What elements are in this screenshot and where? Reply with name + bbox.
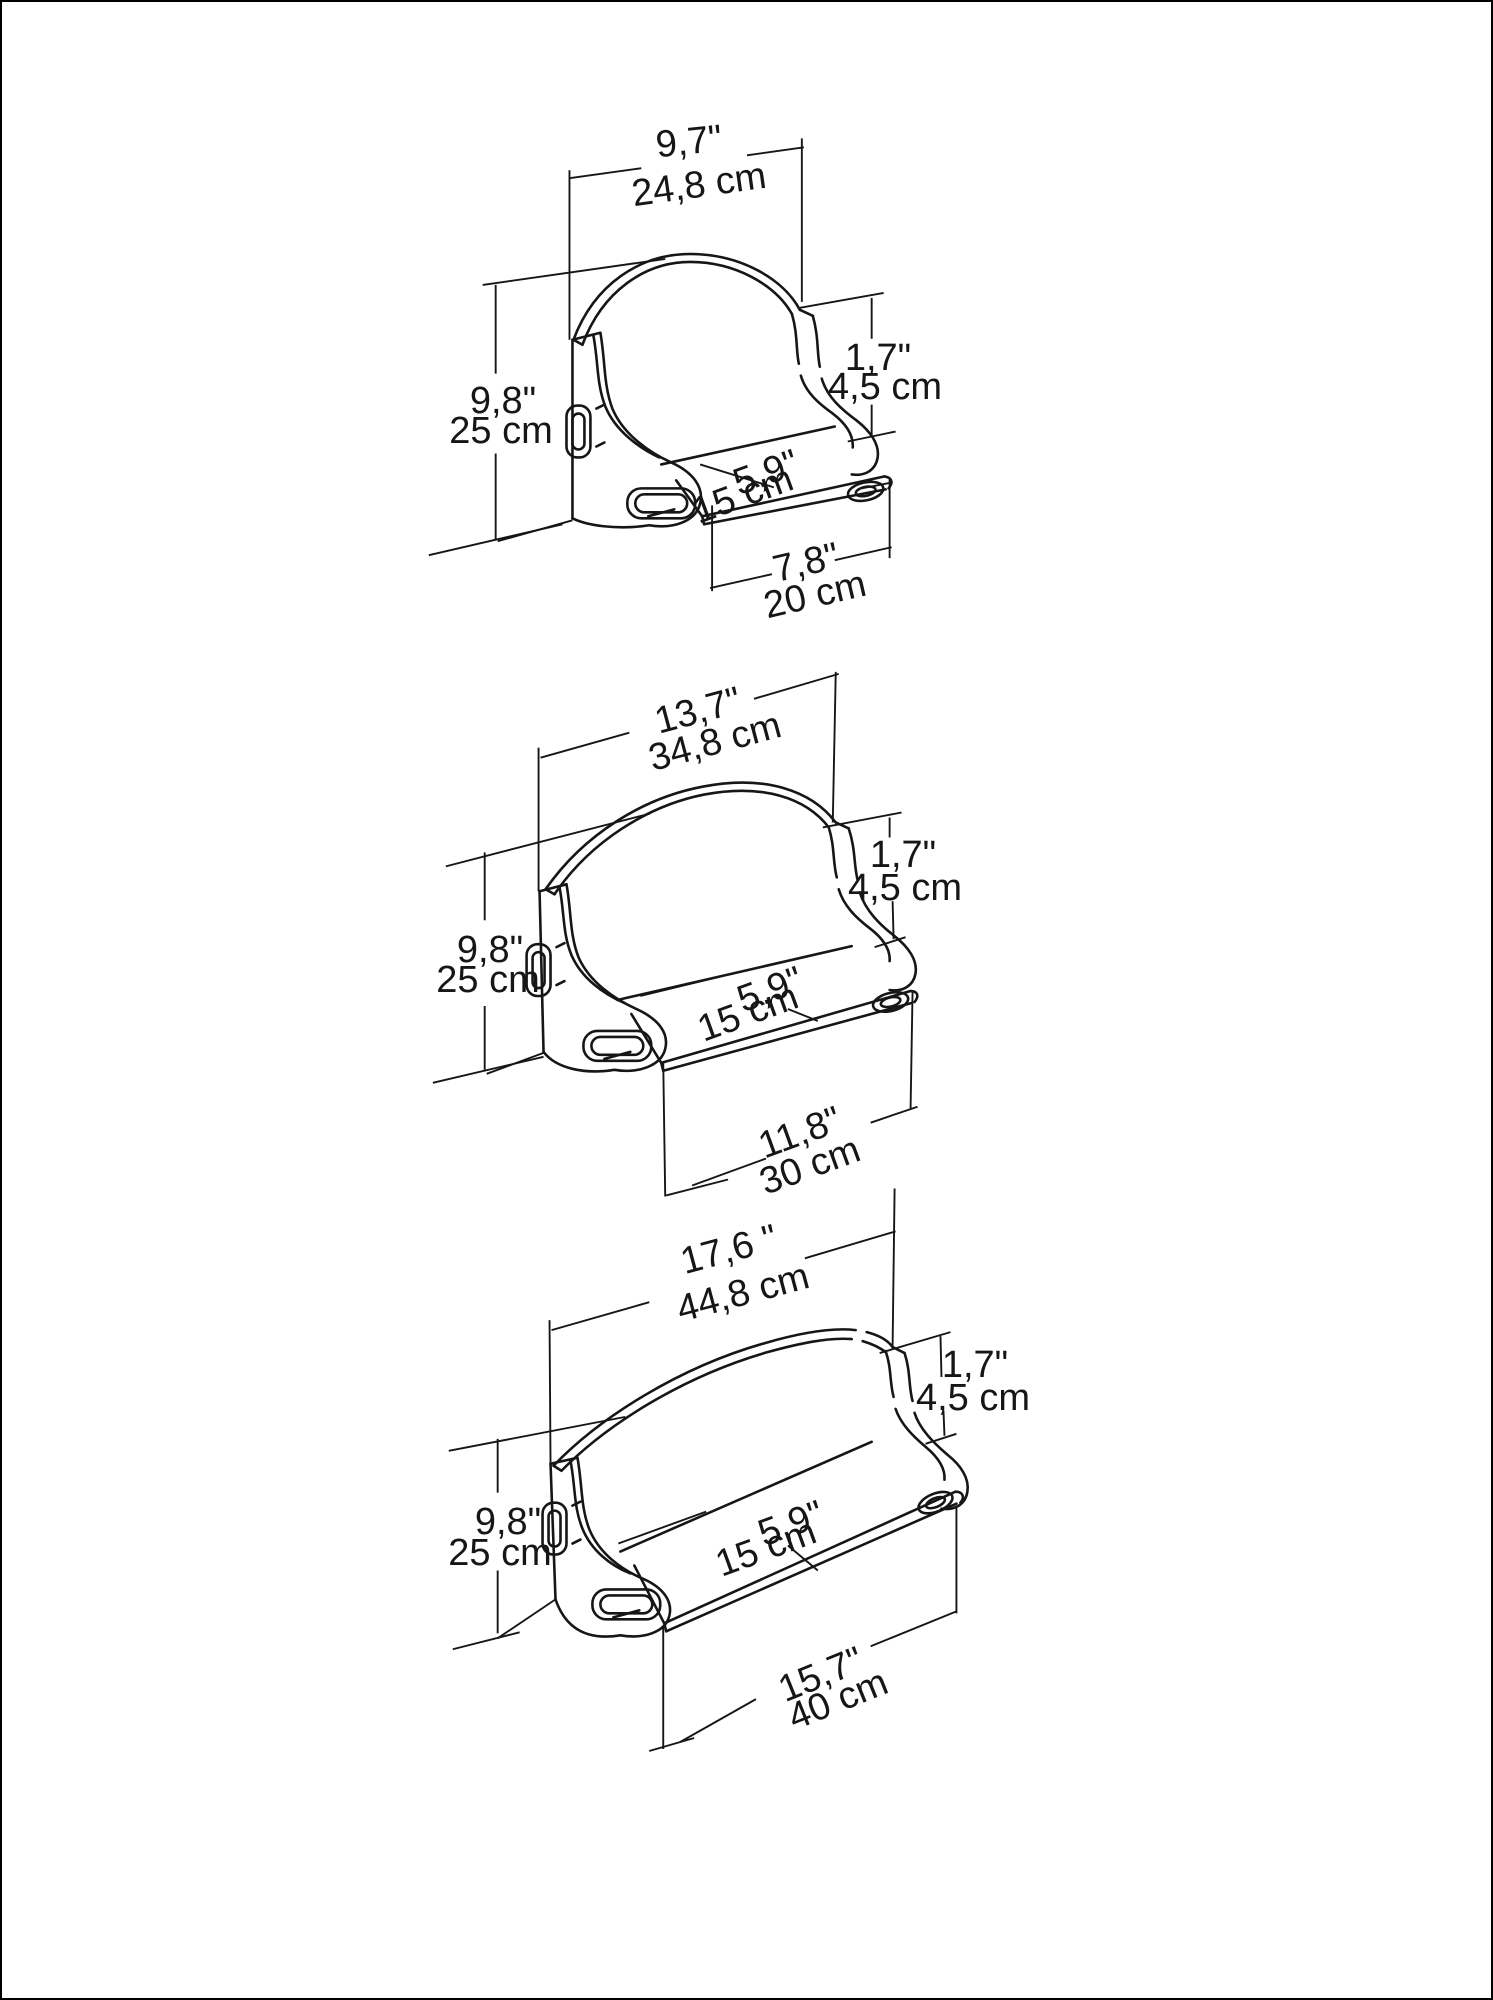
fig3-height-inches-label: 9,8" (474, 1501, 542, 1543)
fig1-keyhole-tab (565, 404, 592, 459)
fig2-dimension-lines (432, 671, 918, 1197)
fig3-height-cm-label: 25 cm (448, 1532, 552, 1574)
fig1-arched-back (572, 252, 802, 347)
fig3-dimension-lines (448, 1188, 958, 1752)
fig3-mount-bracket (591, 1588, 662, 1621)
fig1-height-inches-label: 9,8" (469, 380, 537, 422)
fig2-arched-back (544, 781, 838, 896)
fig2-keyhole-tab (525, 942, 552, 998)
fig2-side-cm-label: 4,5 cm (847, 867, 963, 909)
fig2-right-side-panel (827, 821, 918, 992)
fig2-shelf-board (616, 944, 919, 1073)
fig2-height-cm-label: 25 cm (436, 959, 540, 1001)
fig3-keyhole-tab (541, 1501, 568, 1556)
fig1-right-side-panel (790, 308, 880, 477)
fig1-shelf-board (659, 425, 893, 526)
fig3-side-inches-label: 1,7" (941, 1344, 1009, 1386)
fig3-arched-back (552, 1328, 894, 1473)
fig3-shelf-board (619, 1440, 965, 1633)
fig1-height-cm-label: 25 cm (449, 410, 553, 452)
fig1-side-cm-label: 4,5 cm (827, 366, 943, 408)
fig2-left-side-panel (525, 883, 668, 1073)
fig1-side-inches-label: 1,7" (844, 337, 912, 379)
fig2-height-inches-label: 9,8" (456, 929, 524, 971)
fig2-side-inches-label: 1,7" (869, 834, 937, 876)
fig3-left-side-panel (541, 1456, 672, 1638)
fig1-left-side-panel (565, 331, 703, 529)
fig1-mount-bracket (626, 487, 697, 520)
fig3-right-side-panel (884, 1345, 969, 1511)
fig1-width-inches-label: 9,7" (653, 117, 725, 167)
fig3-side-cm-label: 4,5 cm (915, 1377, 1031, 1419)
